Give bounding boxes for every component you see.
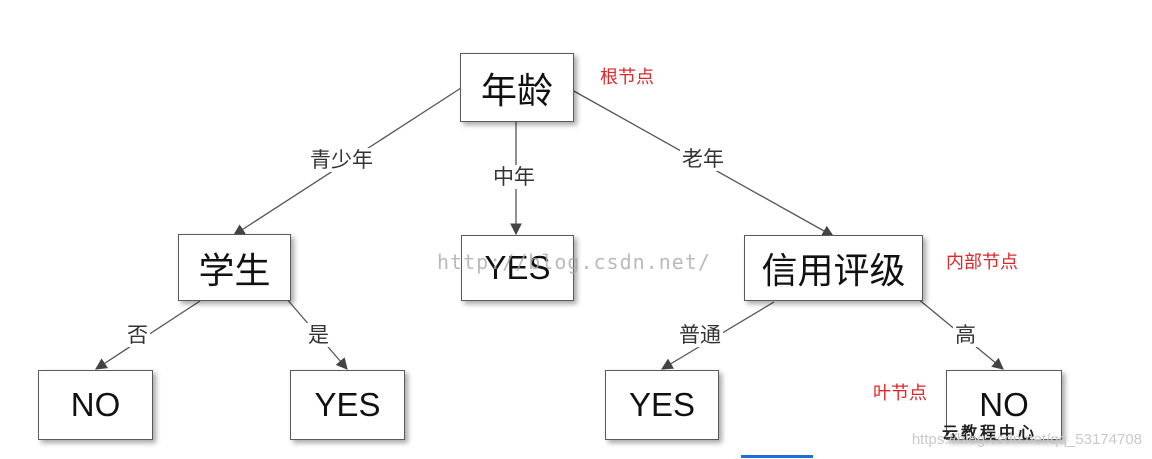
annotation-leaf-node: 叶节点 <box>873 383 927 404</box>
edge-label-normal: 普通 <box>677 323 723 347</box>
edge-label-senior: 老年 <box>680 147 726 171</box>
annotation-internal-node: 内部节点 <box>946 252 1018 273</box>
leaf-node-no-credit: NO <box>946 370 1062 440</box>
edge-label-high: 高 <box>953 323 978 347</box>
leaf-node-yes-student: YES <box>290 370 405 440</box>
edge-label-youth: 青少年 <box>308 148 375 172</box>
internal-node-credit-rating: 信用评级 <box>744 235 923 301</box>
leaf-node-yes-middle-age: YES <box>461 235 574 301</box>
edge-label-middle-age: 中年 <box>491 165 537 189</box>
internal-node-student: 学生 <box>178 234 291 301</box>
leaf-node-yes-credit: YES <box>605 370 719 440</box>
bottom-accent-line <box>741 455 813 458</box>
watermark-logo: 云教程中心 <box>942 423 1038 442</box>
leaf-node-no-student: NO <box>38 370 153 440</box>
edge-label-no: 否 <box>125 323 150 347</box>
root-node-age: 年龄 <box>460 53 574 122</box>
watermark-blog-url: http://blog.csdn.net/ <box>437 250 711 274</box>
annotation-root-node: 根节点 <box>600 67 654 88</box>
edge-label-yes: 是 <box>306 323 331 347</box>
watermark-csdn-url: https://blog.csdn.net/qq_53174708 <box>911 431 1142 448</box>
